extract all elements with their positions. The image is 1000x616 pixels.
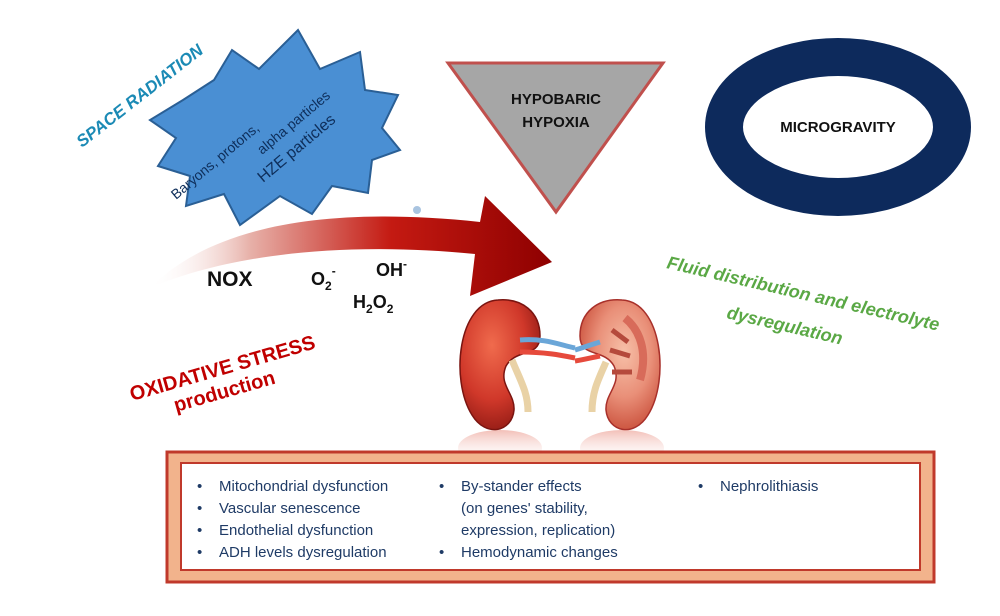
arrow-marker-dot xyxy=(413,206,421,214)
effect-item: •ADH levels dysregulation xyxy=(197,544,387,561)
species-hydroxyl: OH- xyxy=(376,257,407,280)
effects-column-2: •By-stander effects (on genes' stability… xyxy=(437,476,618,564)
effects-column-1: •Mitochondrial dysfunction •Vascular sen… xyxy=(195,476,388,564)
effect-item: •Endothelial dysfunction xyxy=(197,522,374,539)
hypoxia-triangle-shape xyxy=(445,61,666,215)
microgravity-ring-shape xyxy=(705,38,971,216)
effect-item: •Vascular senescence xyxy=(197,500,361,517)
effect-item-continuation: expression, replication) xyxy=(461,522,616,539)
effects-column-3: •Nephrolithiasis xyxy=(696,476,818,498)
radiation-burst-shape xyxy=(148,28,402,227)
kidney-left-illustration xyxy=(459,299,576,431)
effects-box-inner xyxy=(180,462,921,571)
species-peroxide: H2O2 xyxy=(353,292,394,316)
microgravity-label: MICROGRAVITY xyxy=(780,119,896,136)
effect-item: •Nephrolithiasis xyxy=(698,478,819,495)
hypoxia-line1: HYPOBARIC xyxy=(511,91,601,108)
effect-item: •Hemodynamic changes xyxy=(439,544,618,561)
oxidative-arrow-shape xyxy=(150,196,552,296)
kidney-right-illustration xyxy=(574,299,661,431)
effects-list-area: •Mitochondrial dysfunction •Vascular sen… xyxy=(181,462,921,570)
effect-item: •Mitochondrial dysfunction xyxy=(197,478,389,495)
species-superoxide: O2- xyxy=(311,264,336,293)
effect-item-continuation: (on genes' stability, xyxy=(461,500,588,517)
effect-item: •By-stander effects xyxy=(439,478,582,495)
fluid-line2: dysregulation xyxy=(725,302,845,348)
hypoxia-line2: HYPOXIA xyxy=(522,114,590,131)
species-nox: NOX xyxy=(207,268,253,291)
